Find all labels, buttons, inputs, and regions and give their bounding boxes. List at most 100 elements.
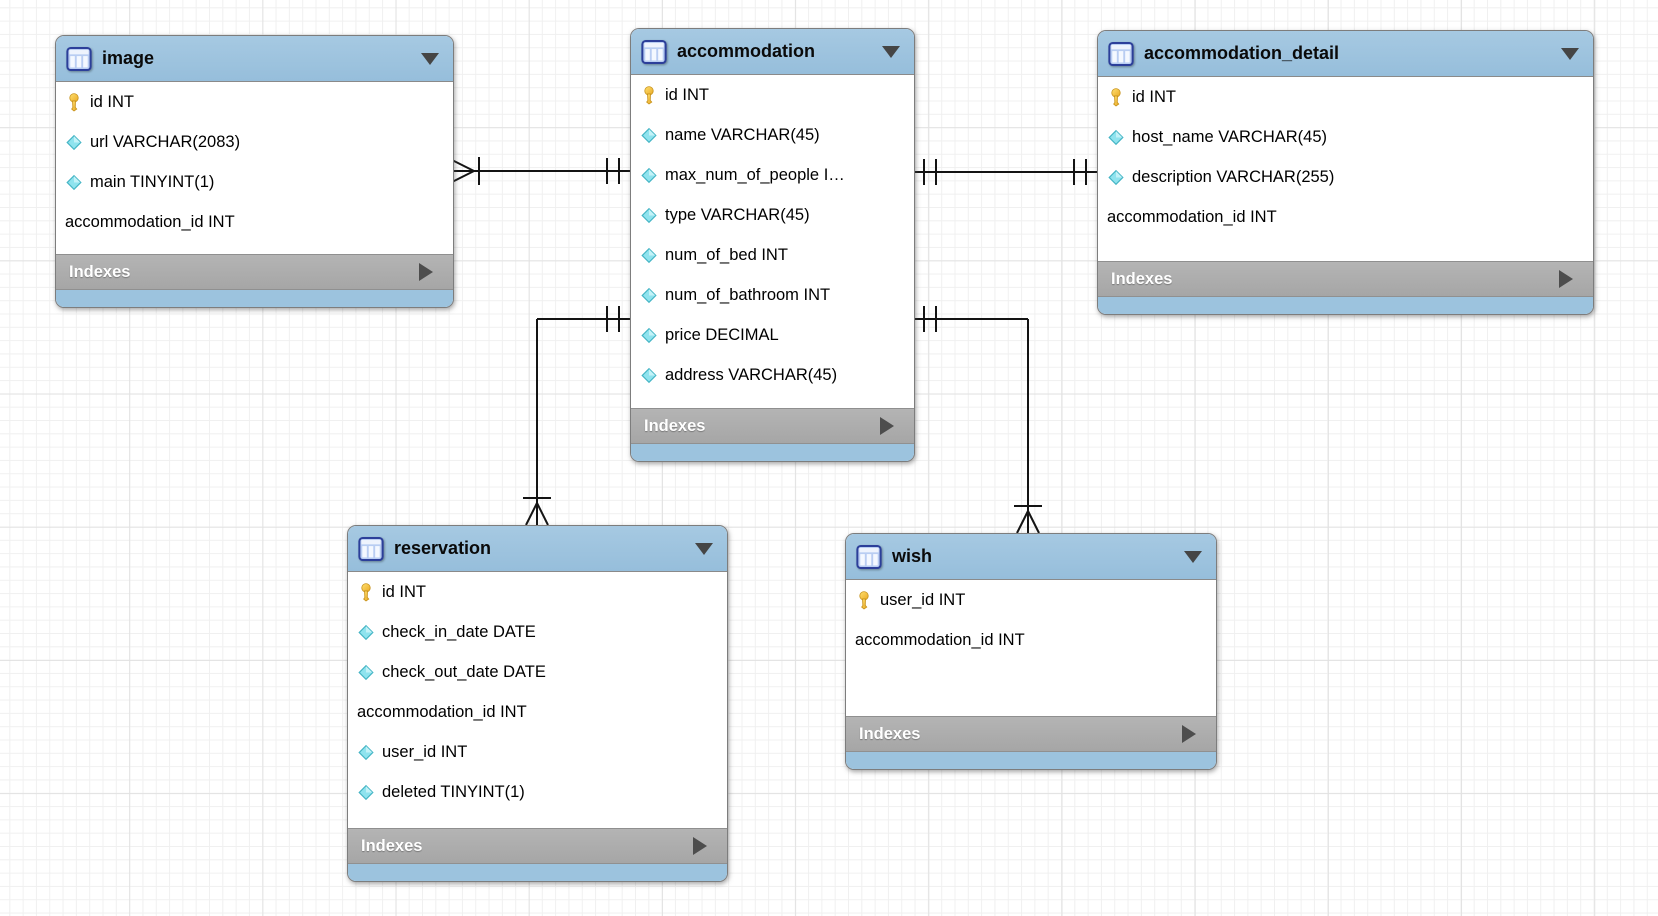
collapse-caret-icon[interactable] xyxy=(421,52,439,65)
column-row[interactable]: check_in_date DATE xyxy=(348,612,727,652)
column-diamond-icon xyxy=(640,246,658,265)
db-table-accommodation[interactable]: accommodation id INT name VARCHAR(45) max_… xyxy=(630,28,915,462)
column-row[interactable]: name VARCHAR(45) xyxy=(631,115,914,155)
primary-key-icon xyxy=(65,92,83,112)
column-text: id INT xyxy=(1132,87,1177,106)
expand-arrow-icon[interactable] xyxy=(693,837,707,855)
column-row[interactable]: accommodation_id INT xyxy=(1098,197,1593,237)
column-row[interactable]: price DECIMAL xyxy=(631,315,914,355)
column-row[interactable]: id INT xyxy=(1098,77,1593,117)
column-row[interactable]: description VARCHAR(255) xyxy=(1098,157,1593,197)
column-diamond-icon xyxy=(1107,168,1125,187)
table-title: reservation xyxy=(394,538,492,558)
column-row[interactable]: id INT xyxy=(631,75,914,115)
expand-arrow-icon[interactable] xyxy=(1559,270,1573,288)
table-bottom-strip xyxy=(348,864,727,881)
column-row[interactable]: host_name VARCHAR(45) xyxy=(1098,117,1593,157)
table-columns: user_id INT accommodation_id INT xyxy=(846,580,1216,716)
table-title: accommodation xyxy=(677,41,816,61)
column-row[interactable]: user_id INT xyxy=(348,732,727,772)
table-bottom-strip xyxy=(846,752,1216,769)
expand-arrow-icon[interactable] xyxy=(880,417,894,435)
column-text: num_of_bathroom INT xyxy=(665,285,831,304)
column-row[interactable]: id INT xyxy=(348,572,727,612)
column-diamond-icon xyxy=(357,743,375,762)
indexes-label: Indexes xyxy=(859,724,921,743)
column-row[interactable]: accommodation_id INT xyxy=(56,202,453,242)
table-icon xyxy=(641,39,667,64)
column-row[interactable]: accommodation_id INT xyxy=(846,620,1216,660)
column-text: accommodation_id INT xyxy=(855,630,1025,649)
table-icon xyxy=(856,544,882,569)
column-row[interactable]: deleted TINYINT(1) xyxy=(348,772,727,812)
column-row[interactable]: url VARCHAR(2083) xyxy=(56,122,453,162)
column-diamond-icon xyxy=(1107,128,1125,147)
table-header[interactable]: accommodation xyxy=(631,29,914,75)
column-row[interactable]: main TINYINT(1) xyxy=(56,162,453,202)
column-text: num_of_bed INT xyxy=(665,245,788,264)
column-row[interactable]: num_of_bathroom INT xyxy=(631,275,914,315)
table-header[interactable]: wish xyxy=(846,534,1216,580)
table-icon xyxy=(66,46,92,71)
column-text: id INT xyxy=(382,582,427,601)
indexes-label: Indexes xyxy=(644,416,706,435)
column-diamond-icon xyxy=(640,366,658,385)
expand-arrow-icon[interactable] xyxy=(419,263,433,281)
column-row[interactable]: address VARCHAR(45) xyxy=(631,355,914,395)
db-table-image[interactable]: image id INT url VARCHAR(2083) main TINYIN… xyxy=(55,35,454,308)
column-row[interactable]: check_out_date DATE xyxy=(348,652,727,692)
column-row[interactable]: num_of_bed INT xyxy=(631,235,914,275)
table-header[interactable]: accommodation_detail xyxy=(1098,31,1593,77)
table-title: accommodation_detail xyxy=(1144,43,1340,63)
db-table-accommodation_detail[interactable]: accommodation_detail id INT host_name VAR… xyxy=(1097,30,1594,315)
indexes-label: Indexes xyxy=(69,262,131,281)
indexes-bar[interactable]: Indexes xyxy=(1098,261,1593,297)
column-text: check_in_date DATE xyxy=(382,622,536,641)
collapse-caret-icon[interactable] xyxy=(695,542,713,555)
column-text: accommodation_id INT xyxy=(357,702,527,721)
expand-arrow-icon[interactable] xyxy=(1182,725,1196,743)
column-diamond-icon xyxy=(640,126,658,145)
column-text: host_name VARCHAR(45) xyxy=(1132,127,1328,146)
column-text: address VARCHAR(45) xyxy=(665,365,838,384)
column-diamond-icon xyxy=(640,286,658,305)
column-diamond-icon xyxy=(640,166,658,185)
table-bottom-strip xyxy=(56,290,453,307)
column-text: price DECIMAL xyxy=(665,325,779,344)
indexes-bar[interactable]: Indexes xyxy=(846,716,1216,752)
collapse-caret-icon[interactable] xyxy=(1561,47,1579,60)
collapse-caret-icon[interactable] xyxy=(1184,550,1202,563)
indexes-bar[interactable]: Indexes xyxy=(631,408,914,444)
indexes-label: Indexes xyxy=(1111,269,1173,288)
db-table-wish[interactable]: wish user_id INT accommodation_id INT Ind… xyxy=(845,533,1217,770)
table-bottom-strip xyxy=(1098,297,1593,314)
table-icon xyxy=(358,536,384,561)
column-row[interactable]: id INT xyxy=(56,82,453,122)
column-diamond-icon xyxy=(357,623,375,642)
table-header[interactable]: image xyxy=(56,36,453,82)
column-row[interactable]: user_id INT xyxy=(846,580,1216,620)
primary-key-icon xyxy=(357,582,375,602)
column-text: user_id INT xyxy=(880,590,966,609)
column-text: id INT xyxy=(90,92,135,111)
collapse-caret-icon[interactable] xyxy=(882,45,900,58)
column-text: description VARCHAR(255) xyxy=(1132,167,1335,186)
primary-key-icon xyxy=(1107,87,1125,107)
db-table-reservation[interactable]: reservation id INT check_in_date DATE chec… xyxy=(347,525,728,882)
table-columns: id INT url VARCHAR(2083) main TINYINT(1)ac… xyxy=(56,82,453,254)
column-diamond-icon xyxy=(357,663,375,682)
table-columns: id INT check_in_date DATE check_out_date D… xyxy=(348,572,727,828)
column-row[interactable]: max_num_of_people I… xyxy=(631,155,914,195)
column-text: check_out_date DATE xyxy=(382,662,546,681)
column-text: accommodation_id INT xyxy=(1107,207,1277,226)
column-text: url VARCHAR(2083) xyxy=(90,132,241,151)
indexes-bar[interactable]: Indexes xyxy=(348,828,727,864)
column-text: name VARCHAR(45) xyxy=(665,125,820,144)
indexes-bar[interactable]: Indexes xyxy=(56,254,453,290)
column-row[interactable]: type VARCHAR(45) xyxy=(631,195,914,235)
table-columns: id INT name VARCHAR(45) max_num_of_people … xyxy=(631,75,914,408)
column-row[interactable]: accommodation_id INT xyxy=(348,692,727,732)
table-header[interactable]: reservation xyxy=(348,526,727,572)
